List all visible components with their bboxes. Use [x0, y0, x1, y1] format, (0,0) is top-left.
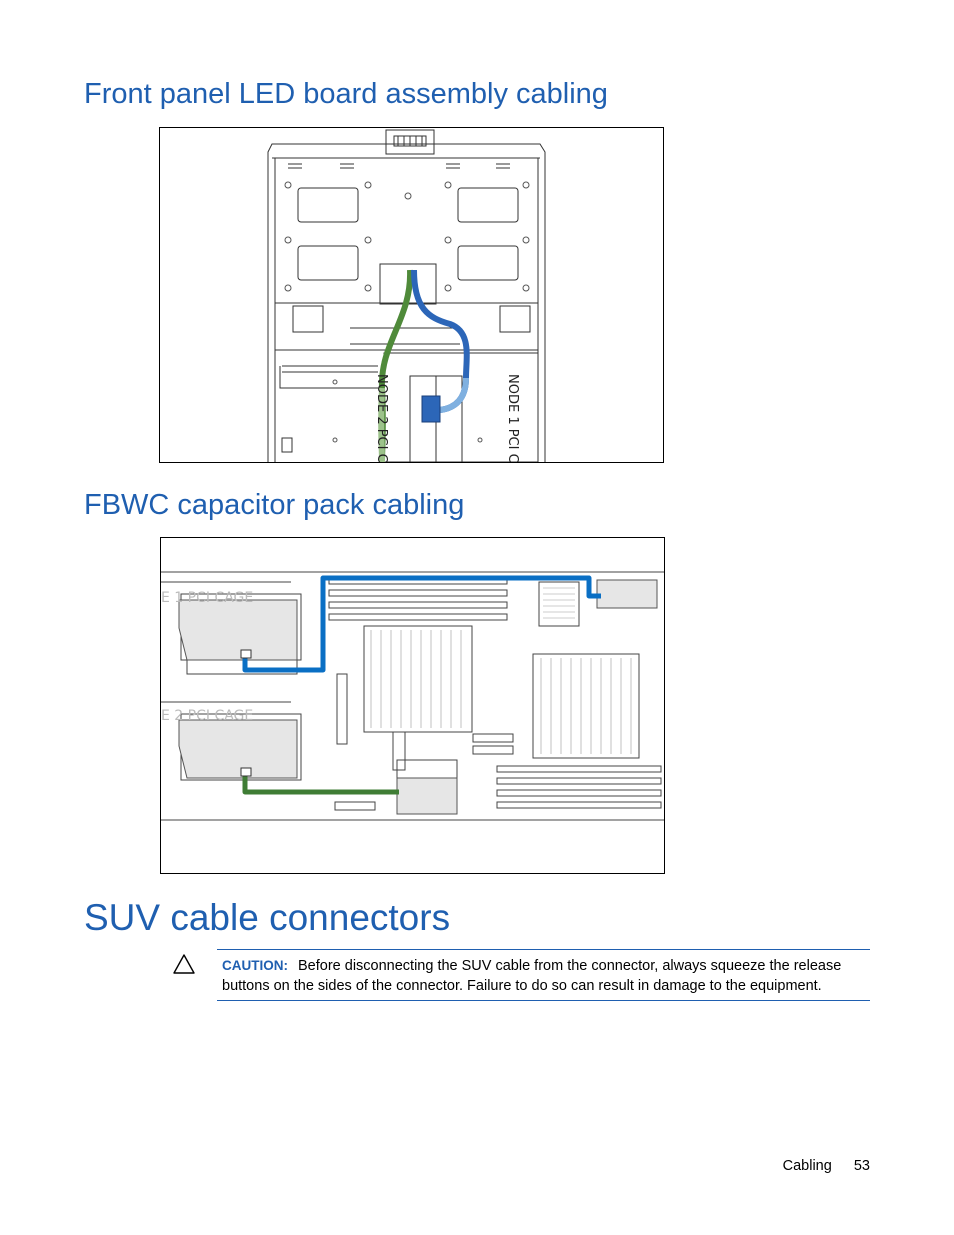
section-heading-led-cabling: Front panel LED board assembly cabling	[84, 78, 608, 110]
green-fbwc-cable	[242, 772, 399, 795]
page-footer: Cabling 53	[783, 1158, 870, 1174]
section-heading-fbwc-cabling: FBWC capacitor pack cabling	[84, 489, 465, 521]
footer-page-number: 53	[853, 1158, 870, 1174]
node2-label: NODE 2 PCI C	[374, 374, 389, 462]
figure-led-board-cabling: NODE 1 PCI C NODE 2 PCI C	[159, 127, 664, 463]
capacitor-pack-2	[178, 719, 298, 779]
caution-label: CAUTION:	[222, 958, 288, 973]
caution-note: CAUTION:Before disconnecting the SUV cab…	[217, 949, 870, 1001]
capacitor-pack-1	[178, 599, 298, 661]
fbwc-cabling-illustration: E 1 PCI CAGE E 2 PCI CAGE	[161, 571, 664, 821]
caution-message: Before disconnecting the SUV cable from …	[222, 958, 842, 994]
led-cabling-illustration: NODE 1 PCI C NODE 2 PCI C	[267, 129, 546, 462]
section-heading-suv-connectors: SUV cable connectors	[84, 897, 451, 938]
footer-section-name: Cabling	[782, 1158, 832, 1174]
figure-fbwc-cabling: E 1 PCI CAGE E 2 PCI CAGE	[160, 537, 665, 874]
caution-text-block: CAUTION:Before disconnecting the SUV cab…	[222, 956, 870, 996]
node1-label: NODE 1 PCI C	[505, 374, 520, 462]
blue-cable	[411, 269, 470, 413]
cage2-label: E 2 PCI CAGE	[161, 708, 253, 724]
cage1-label: E 1 PCI CAGE	[161, 590, 253, 606]
caution-triangle-icon	[173, 954, 195, 974]
blue-fbwc-cable	[242, 575, 601, 673]
